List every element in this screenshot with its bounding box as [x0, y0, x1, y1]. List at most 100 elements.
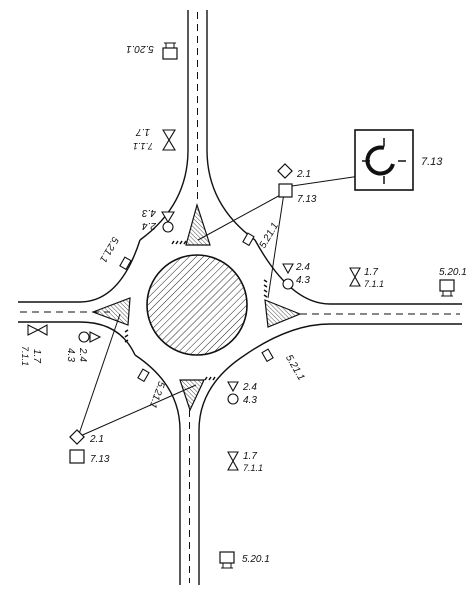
ne-leader-to-inset — [291, 175, 361, 187]
bottom-label-2-4: 2.4 — [242, 382, 257, 393]
upper-left-sign-5-21-1: 5.21.1 — [97, 234, 132, 271]
roundabout-mandatory-circle-icon — [162, 221, 174, 233]
roundabout-mandatory-circle-icon-south — [227, 393, 239, 405]
roundabout-warning-triangle-icon — [162, 129, 176, 142]
lower-right-sign-5-21-1: 5.21.1 — [261, 348, 306, 383]
right-label-5-20-1: 5.20.1 — [439, 267, 467, 278]
inset-sign-7-13: 7.13 — [354, 129, 443, 191]
roundabout-warning-triangle-icon-west-lower — [36, 324, 48, 336]
speed-bump-sign-icon — [162, 47, 178, 60]
top-sign-1-7: 1.7 7.1.1 — [133, 126, 176, 151]
right-label-7-1-1: 7.1.1 — [364, 279, 384, 289]
ne-label-7-13: 7.13 — [297, 194, 317, 205]
priority-road-diamond-icon — [277, 163, 293, 179]
left-sign-1-7: 7.1.1 1.7 — [20, 324, 48, 366]
residential-zone-end-icon — [119, 256, 132, 271]
top-sign-2-4: 2.4 4.3 — [142, 207, 175, 233]
left-label-7-1-1: 7.1.1 — [20, 346, 30, 366]
south-arm-right-edge — [198, 354, 246, 585]
right-label-1-7: 1.7 — [364, 267, 378, 278]
east-splitter-island — [264, 299, 302, 328]
give-way-triangle-icon-south — [227, 381, 239, 393]
bottom-sign-5-20-1: 5.20.1 — [219, 551, 270, 569]
right-label-2-4: 2.4 — [295, 262, 310, 273]
west-arm-bottom-edge — [18, 321, 136, 356]
roundabout-warning-triangle-icon-west — [27, 324, 40, 336]
north-yield-teeth — [171, 240, 187, 245]
right-sign-5-20-1: 5.20.1 — [439, 267, 467, 297]
north-splitter-island — [185, 202, 211, 246]
lower-left-sign-5-21-1: 5.21.1 — [137, 368, 167, 410]
north-arm-right-edge — [206, 10, 256, 241]
residential-zone-icon — [242, 232, 255, 247]
bottom-label-7-1-1: 7.1.1 — [243, 463, 263, 473]
south-arm-left-edge — [134, 354, 181, 585]
central-island — [146, 254, 248, 356]
speed-bump-sign-icon-south — [219, 551, 235, 564]
top-label-1-7: 1.7 — [136, 126, 150, 137]
right-sign-1-7: 1.7 7.1.1 — [349, 267, 384, 289]
roundabout-mandatory-circle-icon-east — [282, 278, 294, 290]
plate-7-13-icon-sw — [69, 449, 85, 464]
bottom-label-4-3: 4.3 — [243, 395, 257, 406]
bottom-sign-1-7: 1.7 7.1.1 — [227, 451, 263, 473]
top-sign-5-20-1: 5.20.1 — [126, 42, 178, 60]
give-way-triangle-icon-east — [282, 263, 294, 275]
left-sign-2-4: 2.4 4.3 — [65, 331, 102, 362]
left-label-2-4: 2.4 — [77, 347, 88, 362]
west-yield-teeth — [124, 329, 129, 343]
give-way-triangle-icon-west — [89, 331, 102, 343]
sign-post-icon — [164, 42, 176, 48]
center-sign-5-21-1: 5.21.1 — [242, 221, 281, 251]
roundabout-arrow-icon — [365, 145, 395, 176]
roundabout-warning-triangle-icon-south-lower — [227, 459, 239, 471]
roundabout-warning-triangle-icon-south — [227, 451, 239, 463]
bottom-sign-2-4: 2.4 4.3 — [227, 381, 257, 406]
top-label-4-3: 4.3 — [142, 207, 156, 218]
ne-sign-group: 2.1 7.13 — [277, 163, 317, 205]
yield-teeth — [124, 240, 268, 381]
roundabout-warning-triangle-icon-lower — [162, 138, 176, 151]
roundabout-warning-triangle-icon-east-lower — [349, 275, 361, 287]
left-label-1-7: 1.7 — [31, 349, 42, 363]
road-edges — [18, 10, 462, 585]
give-way-triangle-icon — [161, 211, 175, 224]
south-yield-teeth — [204, 376, 216, 381]
ne-leader-to-north-island — [197, 192, 285, 241]
west-arm-top-edge — [18, 239, 141, 303]
residential-zone-icon-sw — [137, 368, 150, 383]
splitter-islands — [91, 202, 302, 412]
west-splitter-island — [91, 297, 131, 326]
ne-leader-to-east-island — [267, 192, 285, 299]
bottom-label-5-20-1: 5.20.1 — [242, 554, 270, 565]
sign-post-icon-east — [441, 291, 453, 297]
south-splitter-island — [179, 379, 205, 412]
sw-leader-to-south-island — [77, 384, 197, 438]
plate-7-13-icon — [278, 183, 293, 198]
sw-sign-group: 2.1 7.13 — [69, 429, 110, 465]
roundabout-warning-triangle-icon-east — [349, 267, 361, 279]
sw-label-7-13: 7.13 — [90, 454, 110, 465]
right-label-4-3: 4.3 — [296, 275, 310, 286]
top-label-7-1-1: 7.1.1 — [133, 141, 153, 151]
inset-label: 7.13 — [421, 156, 443, 168]
upper-left-label-5-21-1: 5.21.1 — [97, 234, 120, 264]
leader-lines — [77, 175, 361, 438]
top-label-2-4: 2.4 — [142, 220, 157, 231]
roundabout-mandatory-circle-icon-west — [78, 331, 90, 343]
top-label-5-20-1: 5.20.1 — [126, 43, 154, 54]
residential-zone-icon-se — [261, 348, 274, 363]
east-yield-teeth — [263, 279, 268, 298]
ne-label-2-1: 2.1 — [296, 169, 311, 180]
lower-left-label-5-21-1: 5.21.1 — [147, 380, 167, 410]
bottom-label-1-7: 1.7 — [243, 451, 257, 462]
sign-post-icon-south — [221, 563, 233, 569]
speed-bump-sign-icon-east — [439, 279, 455, 292]
sw-leader-to-west-island — [77, 313, 121, 438]
priority-road-diamond-icon-sw — [69, 429, 85, 445]
right-sign-2-4: 2.4 4.3 — [282, 262, 310, 290]
north-arm-left-edge — [139, 10, 189, 241]
left-label-4-3: 4.3 — [65, 348, 76, 362]
lower-right-label-5-21-1: 5.21.1 — [283, 353, 306, 383]
